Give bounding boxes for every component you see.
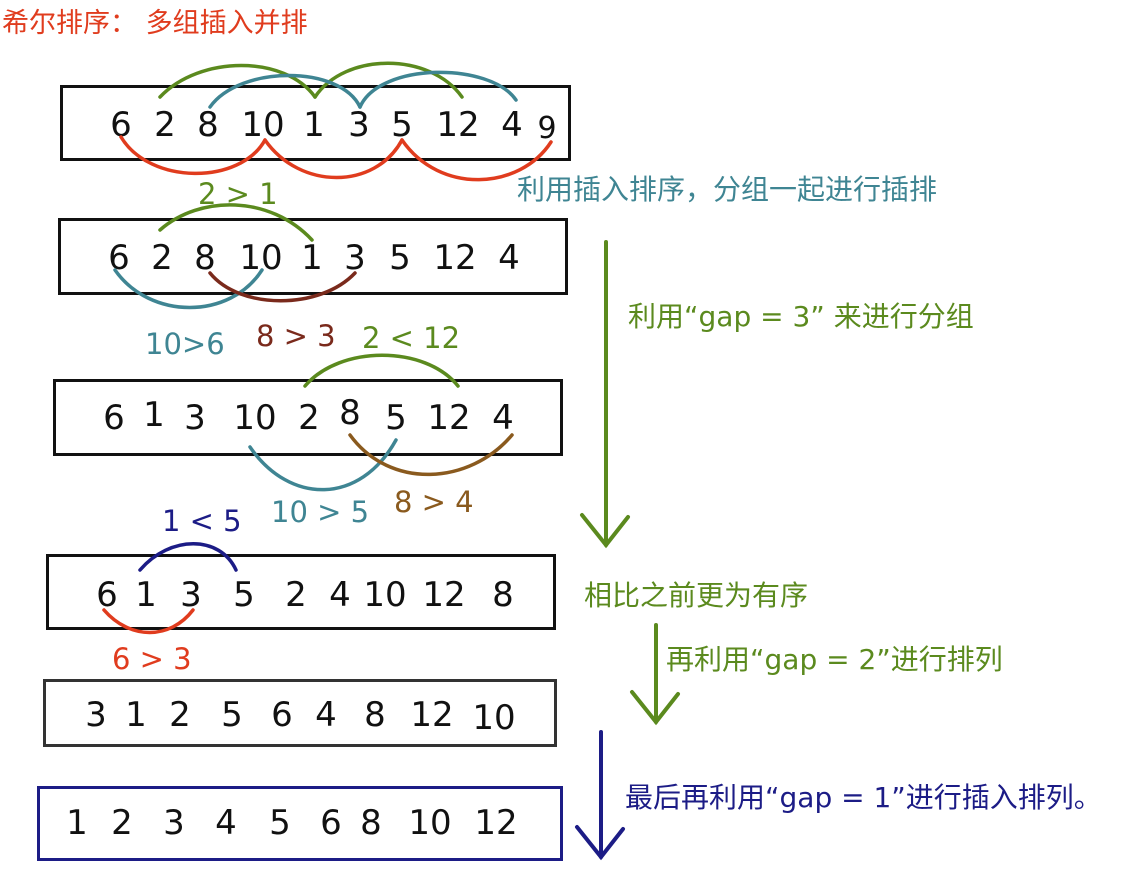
array-cell: 8: [364, 695, 386, 735]
array-cell: 6: [108, 238, 130, 278]
compare-arc: [102, 608, 195, 635]
array-cell: 10: [408, 803, 452, 843]
array-cell: 12: [422, 575, 466, 615]
gap-arc: [119, 135, 267, 176]
array-cell: 5: [385, 398, 407, 438]
array-cell: 10: [233, 398, 277, 438]
note-group-insertion: 利用插入排序，分组一起进行插排: [517, 173, 938, 206]
gap-arc: [400, 138, 553, 182]
array-cell: 1: [303, 105, 325, 145]
array-cell: 6: [320, 803, 342, 843]
array-cell: 8: [360, 803, 382, 843]
array-cell: 5: [391, 105, 413, 145]
compare-arc: [113, 268, 264, 310]
array-cell: 8: [197, 105, 219, 145]
array-cell: 8: [492, 575, 514, 615]
array-cell: 2: [154, 105, 176, 145]
array-cell: 1: [135, 575, 157, 615]
comparison-label-8-gt-3: 8 > 3: [256, 319, 336, 353]
gap-arc: [263, 138, 404, 180]
array-cell: 6: [271, 695, 293, 735]
array-cell: 12: [427, 398, 471, 438]
array-cell: 3: [85, 695, 107, 735]
array-cell: 5: [233, 575, 255, 615]
gap-arc: [208, 73, 362, 109]
array-row-4: [46, 554, 556, 630]
array-cell: 5: [221, 695, 243, 735]
compare-arc: [158, 203, 314, 242]
array-cell: 1: [301, 238, 323, 278]
array-cell: 4: [215, 803, 237, 843]
comparison-label-8-gt-4: 8 > 4: [394, 485, 474, 519]
array-row-6: [37, 786, 563, 861]
comparison-label-6-gt-3: 6 > 3: [112, 642, 192, 676]
array-cell: 12: [474, 803, 518, 843]
array-cell: 12: [433, 238, 477, 278]
array-cell: 10: [472, 698, 516, 738]
comparison-label-2-lt-12: 2 < 12: [362, 321, 461, 355]
arrow-down-3-head: [575, 825, 625, 861]
array-cell: 12: [436, 105, 480, 145]
gap-arc: [158, 63, 317, 99]
array-cell: 12: [410, 695, 454, 735]
comparison-label-10-gt-5: 10 > 5: [271, 495, 370, 529]
array-cell: 4: [329, 575, 351, 615]
array-cell: 3: [180, 575, 202, 615]
note-gap-3: 利用“gap = 3” 来进行分组: [628, 300, 974, 333]
array-row-5: [43, 679, 557, 747]
compare-arc: [303, 353, 460, 388]
comparison-label-1-lt-5: 1 < 5: [162, 504, 242, 538]
compare-arc: [348, 433, 514, 477]
array-cell: 2: [151, 238, 173, 278]
comparison-label-10-gt-6: 10>6: [145, 327, 225, 361]
array-cell: 3: [184, 398, 206, 438]
array-cell: 8: [194, 238, 216, 278]
array-cell: 2: [285, 575, 307, 615]
array-cell: 1: [66, 803, 88, 843]
note-more-ordered: 相比之前更为有序: [584, 579, 809, 612]
array-cell: 2: [111, 803, 133, 843]
array-cell: 3: [348, 105, 370, 145]
array-cell: 9: [537, 111, 557, 146]
array-cell: 8: [339, 393, 361, 433]
array-cell: 1: [143, 395, 165, 435]
comparison-label-2-gt-1: 2 > 1: [198, 177, 278, 211]
array-cell: 10: [363, 575, 407, 615]
array-cell: 6: [110, 105, 132, 145]
array-cell: 4: [315, 695, 337, 735]
diagram-title: 希尔排序： 多组插入并排: [2, 8, 308, 39]
array-cell: 5: [269, 803, 291, 843]
array-cell: 2: [169, 695, 191, 735]
note-gap-1: 最后再利用“gap = 1”进行插入排列。: [625, 781, 1102, 814]
array-cell: 6: [96, 575, 118, 615]
array-cell: 2: [298, 398, 320, 438]
note-gap-2: 再利用“gap = 2”进行排列: [666, 643, 1003, 676]
array-row-1: [60, 85, 571, 161]
array-cell: 5: [389, 238, 411, 278]
compare-arc: [208, 271, 357, 303]
array-cell: 3: [163, 803, 185, 843]
array-cell: 10: [241, 105, 285, 145]
array-cell: 4: [492, 398, 514, 438]
array-cell: 4: [501, 105, 523, 145]
array-cell: 1: [125, 695, 147, 735]
arrow-down-2-head: [630, 690, 680, 726]
array-cell: 4: [498, 238, 520, 278]
array-row-2: [58, 218, 568, 295]
gap-arc: [358, 70, 518, 109]
compare-arc: [138, 542, 238, 572]
array-cell: 3: [344, 238, 366, 278]
arrow-down-1-head: [580, 513, 630, 549]
compare-arc: [248, 438, 398, 492]
array-cell: 6: [103, 398, 125, 438]
